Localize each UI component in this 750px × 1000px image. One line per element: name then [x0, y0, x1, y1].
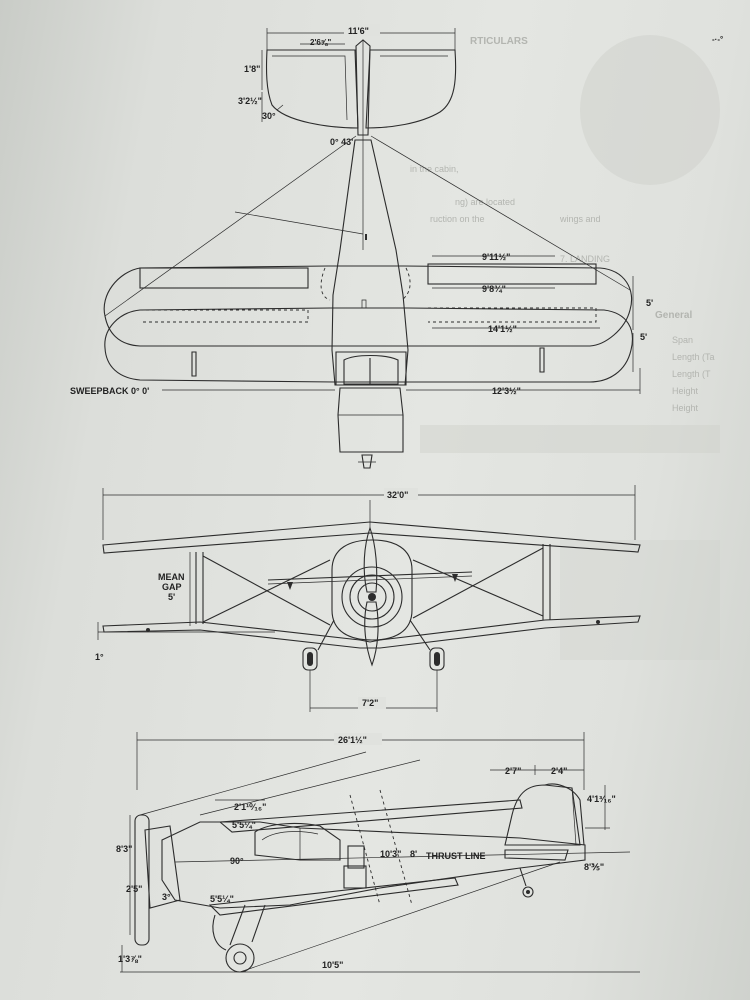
mean-gap-label-3: 5'	[168, 592, 175, 602]
dim-14-1: 14'1½"	[488, 324, 517, 334]
dim-5-5b: 5'5¼"	[210, 894, 234, 904]
bleed-snippet: ng) are located	[455, 197, 515, 207]
dim-9-11: 9'11½"	[482, 252, 510, 262]
dim-10-5: 10'5"	[322, 960, 343, 970]
dim-8-3: 8'3"	[116, 844, 132, 854]
corner-mark: -·-°	[712, 35, 723, 44]
bleed-list-item: Length (Ta	[672, 352, 715, 362]
bleed-section: 7. LANDING	[560, 254, 610, 264]
mean-gap-label-1: MEAN	[158, 572, 185, 582]
side-view: 26'1½"	[116, 732, 640, 973]
dim-2-7: 2'7"	[505, 766, 521, 776]
dim-front-span: 32'0"	[387, 490, 408, 500]
dim-10-3: 10'3"	[380, 849, 401, 859]
dim-8: 8'	[410, 849, 417, 859]
dim-4-1: 4'1³⁄₁₆"	[587, 794, 616, 804]
bleed-snippet: ruction on the	[430, 214, 485, 224]
angle-3: 3°	[162, 892, 171, 902]
dim-3-2: 3'2½"	[238, 96, 262, 106]
dim-5-lower: 5'	[640, 332, 647, 342]
bleed-list-item: Length (T	[672, 369, 711, 379]
bleed-list-item: Height	[672, 403, 699, 413]
dim-1-3: 1'3⅞"	[118, 954, 142, 964]
angle-0-43: 0° 43'	[330, 137, 353, 147]
dim-8-7: 8'⅗"	[584, 862, 604, 872]
dim-12-3: 12'3½"	[492, 386, 521, 396]
bleed-through-text: RTICULARS 7. LANDING General Span Length…	[410, 35, 720, 660]
top-view: 11'6" 2'6⅝" 1'8" 3'2½" 30° 0° 43'	[70, 24, 653, 469]
bleed-heading: RTICULARS	[470, 36, 528, 47]
bleed-snippet: wings and	[559, 214, 601, 224]
dim-2-1: 2'1¹⁰⁄₁₆"	[234, 802, 266, 812]
front-view: 32'0"	[95, 485, 641, 712]
mean-gap-label-2: GAP	[162, 582, 182, 592]
dim-1-8: 1'8"	[244, 64, 260, 74]
bleed-list-item: Height	[672, 386, 699, 396]
angle-90: 90°	[230, 856, 244, 866]
dim-2-5: 2'5"	[126, 884, 142, 894]
bleed-snippet: in the cabin,	[410, 164, 459, 174]
thrust-line-label: THRUST LINE	[426, 851, 486, 861]
dim-length: 26'1½"	[338, 735, 367, 745]
dim-9-8: 9'8¾"	[482, 284, 506, 294]
bleed-list-item: Span	[672, 335, 693, 345]
dim-5-upper: 5'	[646, 298, 653, 308]
dim-5-5: 5'5¼"	[232, 820, 256, 830]
bleed-general: General	[655, 310, 692, 321]
dim-track: 7'2"	[362, 698, 378, 708]
dim-tailplane-span: 11'6"	[348, 26, 369, 36]
sweepback-label: SWEEPBACK 0° 0'	[70, 386, 149, 396]
angle-30: 30°	[262, 111, 276, 121]
dim-elevator-tab: 2'6⅝"	[310, 38, 331, 47]
dihedral-angle: 1°	[95, 652, 104, 662]
dim-2-4: 2'4"	[551, 766, 567, 776]
